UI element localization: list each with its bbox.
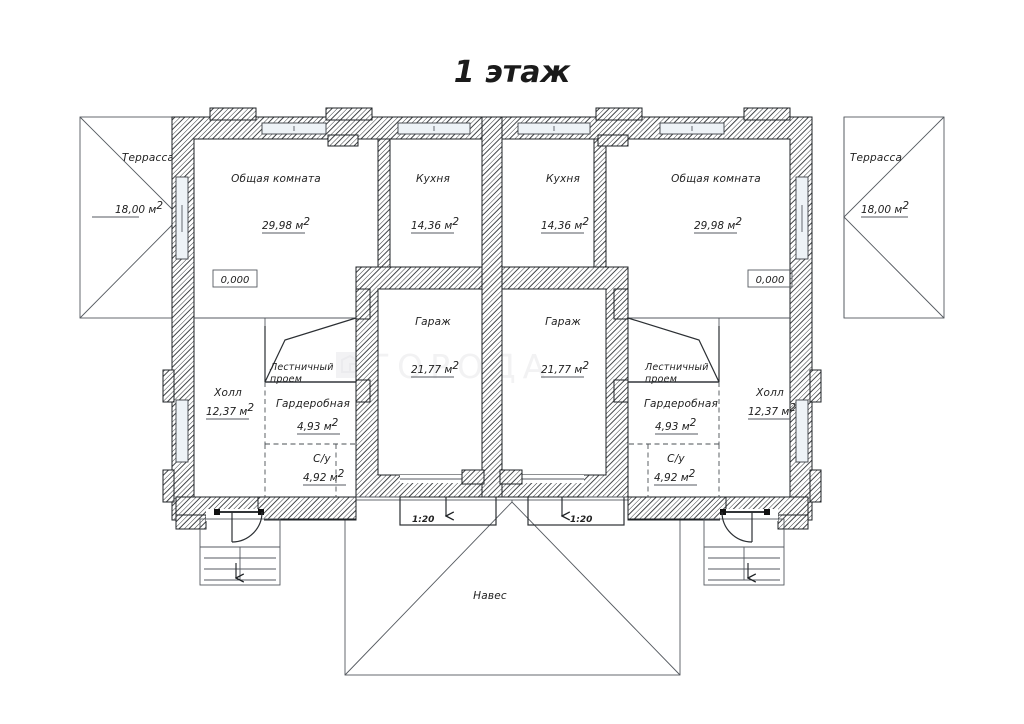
hall-right-label: Холл xyxy=(755,387,784,399)
terrace-left-label: Террасса xyxy=(122,152,174,164)
stair-right-label-line2: проем xyxy=(645,374,677,385)
canopy: Навес xyxy=(344,499,681,676)
wardrobe-right-label: Гардеробная xyxy=(644,398,718,410)
terrace-right-label: Террасса xyxy=(850,152,902,164)
wardrobe-bath-dividers-left xyxy=(264,381,356,497)
room-garage-right: Гараж 21,77 м2 xyxy=(541,316,589,378)
garage-right-area: 21,77 м2 xyxy=(541,360,589,376)
bath-left-label: С/у xyxy=(313,453,331,465)
porch-left xyxy=(175,496,357,586)
room-hall-right: Холл 12,37 м2 xyxy=(748,387,796,420)
windows-side xyxy=(175,176,809,463)
bath-right-area: 4,92 м2 xyxy=(654,468,696,484)
terrace-left-area: 18,00 м2 xyxy=(115,200,163,216)
building-walls xyxy=(171,116,813,521)
garage-door-openings xyxy=(400,469,584,485)
garage-left-area: 21,77 м2 xyxy=(411,360,459,376)
hall-left-area: 12,37 м2 xyxy=(206,402,254,418)
kitchen-right-area: 14,36 м2 xyxy=(541,216,589,232)
living-right-label: Общая комната xyxy=(671,173,761,185)
windows-top xyxy=(261,122,725,135)
room-kitchen-left: Кухня 14,36 м2 xyxy=(411,173,459,234)
bath-right-label: С/у xyxy=(667,453,685,465)
room-living-left: Общая комната 29,98 м2 xyxy=(231,173,321,234)
room-bath-left: С/у 4,92 м2 xyxy=(303,453,346,486)
canopy-label: Навес xyxy=(473,590,507,602)
terrace-right: Террасса 18,00 м2 xyxy=(843,116,945,319)
page-title: 1 этаж xyxy=(454,55,572,90)
room-bath-right: С/у 4,92 м2 xyxy=(654,453,697,486)
living-left-label: Общая комната xyxy=(231,173,321,185)
watermark: ГОРОДА xyxy=(336,347,552,386)
wall-pilasters-top xyxy=(209,107,791,147)
watermark-text: ГОРОДА xyxy=(370,347,552,386)
level-left-value: 0,000 xyxy=(221,275,250,286)
kitchen-left-area: 14,36 м2 xyxy=(411,216,459,232)
kitchen-right-label: Кухня xyxy=(546,173,580,185)
stair-opening-right: Лестничный проем xyxy=(627,317,720,385)
room-hall-left: Холл 12,37 м2 xyxy=(206,387,254,420)
garage-right-label: Гараж xyxy=(545,316,581,328)
interior-partitions-upper xyxy=(377,138,607,268)
garage-left-label: Гараж xyxy=(415,316,451,328)
room-living-right: Общая комната 29,98 м2 xyxy=(671,173,761,234)
porch-right xyxy=(627,496,809,586)
room-wardrobe-left: Гардеробная 4,93 м2 xyxy=(276,398,350,435)
stair-left-label-line1: Лестничный xyxy=(269,362,334,373)
stair-left-label-line2: проем xyxy=(270,374,302,385)
wardrobe-left-label: Гардеробная xyxy=(276,398,350,410)
wardrobe-left-area: 4,93 м2 xyxy=(297,417,339,433)
bath-left-area: 4,92 м2 xyxy=(303,468,345,484)
hall-right-area: 12,37 м2 xyxy=(748,402,796,418)
room-kitchen-right: Кухня 14,36 м2 xyxy=(541,173,589,234)
kitchen-left-label: Кухня xyxy=(416,173,450,185)
terrace-right-area: 18,00 м2 xyxy=(861,200,909,216)
ramp-left-slope: 1:20 xyxy=(412,515,434,525)
level-marker-left: 0,000 xyxy=(212,269,258,288)
window-icon xyxy=(175,399,189,463)
wall-pilasters-side xyxy=(162,288,822,503)
living-left-area: 29,98 м2 xyxy=(262,216,310,232)
stair-right-label-line1: Лестничный xyxy=(644,362,709,373)
level-marker-right: 0,000 xyxy=(747,269,793,288)
room-wardrobe-right: Гардеробная 4,93 м2 xyxy=(644,398,718,435)
room-garage-left: Гараж 21,77 м2 xyxy=(411,316,459,378)
window-icon xyxy=(795,399,809,463)
wardrobe-bath-dividers-right xyxy=(628,381,720,497)
hall-left-label: Холл xyxy=(213,387,242,399)
ramp-right-slope: 1:20 xyxy=(570,515,592,525)
level-right-value: 0,000 xyxy=(756,275,785,286)
terrace-left: Террасса 18,00 м2 xyxy=(79,116,181,319)
living-right-area: 29,98 м2 xyxy=(694,216,742,232)
wardrobe-right-area: 4,93 м2 xyxy=(655,417,697,433)
